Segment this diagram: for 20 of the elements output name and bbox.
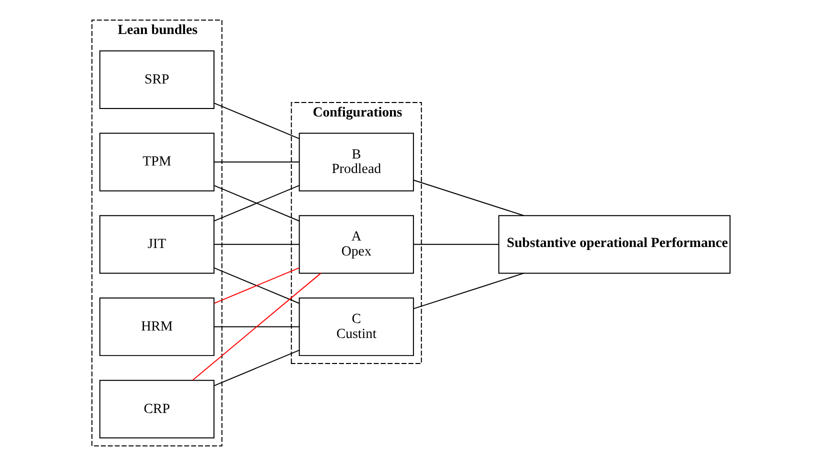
- node-box: C Custint: [298, 298, 414, 356]
- node-box: A Opex: [298, 215, 414, 274]
- node-box: SRP: [98, 50, 214, 109]
- connector: [412, 272, 524, 310]
- connector: [213, 350, 299, 386]
- connector: [213, 162, 299, 163]
- connector: [192, 272, 321, 381]
- connector: [412, 180, 524, 216]
- connector: [213, 102, 299, 140]
- connector: [412, 244, 499, 245]
- node-box: JIT: [98, 215, 214, 274]
- node-box: HRM: [98, 298, 214, 356]
- connector: [213, 244, 299, 245]
- connector: [213, 267, 299, 304]
- node-box: Substantive operational Performance: [498, 215, 730, 274]
- node-box: TPM: [98, 132, 214, 192]
- connector: [213, 185, 299, 222]
- node-box: CRP: [98, 380, 214, 438]
- node-box: B Prodlead: [298, 132, 414, 192]
- connector: [213, 326, 299, 328]
